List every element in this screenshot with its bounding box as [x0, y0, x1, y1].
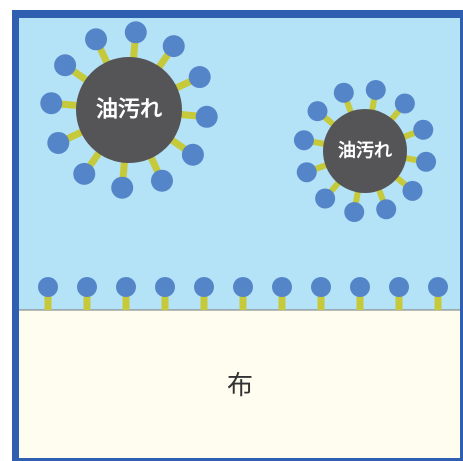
surfactant-head	[389, 277, 409, 297]
surfactant-molecule	[77, 277, 97, 310]
surfactant-molecule	[311, 277, 331, 310]
oil-stain-body	[323, 109, 407, 193]
surfactant-molecule	[111, 158, 134, 199]
surfactant-molecule	[293, 130, 329, 151]
surfactant-molecule	[40, 92, 81, 115]
surfactant-molecule	[167, 135, 204, 166]
surfactant-molecule	[124, 21, 147, 62]
surfactant-head	[333, 82, 354, 103]
surfactant-head	[344, 202, 365, 223]
surfactant-molecule	[171, 66, 211, 93]
surfactant-head	[413, 119, 434, 140]
surfactant-head	[194, 277, 214, 297]
surfactant-molecule	[389, 277, 409, 310]
surfactant-head	[111, 176, 134, 199]
surfactant-head	[394, 93, 415, 114]
surfactant-head	[376, 199, 397, 220]
surfactant-head	[40, 92, 63, 115]
surfactant-head	[307, 101, 328, 122]
surfactant-head	[85, 28, 108, 51]
surfactant-head	[77, 277, 97, 297]
surfactant-head	[315, 188, 336, 209]
surfactant-head	[402, 180, 423, 201]
surfactant-head	[162, 35, 185, 58]
surfactant-head	[428, 277, 448, 297]
surfactant-head	[195, 105, 218, 128]
surfactant-molecule	[54, 54, 91, 85]
surfactant-head	[311, 277, 331, 297]
stain-surfactants	[40, 21, 218, 199]
surfactant-head	[47, 131, 70, 154]
surfactant-molecule	[73, 148, 104, 185]
surfactant-molecule	[272, 277, 292, 310]
frame-bottom-border	[12, 458, 463, 461]
surfactant-molecule	[350, 277, 370, 310]
frame-right-border	[460, 10, 463, 461]
surfactant-head	[73, 162, 96, 185]
oil-stain-small: 油汚れ	[293, 79, 437, 223]
surfactant-head	[124, 21, 147, 44]
surfactant-head	[188, 66, 211, 89]
surfactant-molecule	[38, 277, 58, 310]
oil-stain-label: 油汚れ	[96, 98, 162, 123]
surfactant-head	[272, 277, 292, 297]
surfactant-head	[155, 277, 175, 297]
surfactant-head	[181, 143, 204, 166]
frame-top-border	[12, 10, 463, 18]
surfactant-head	[150, 169, 173, 192]
surfactant-molecule	[177, 105, 218, 128]
surfactant-head	[233, 277, 253, 297]
surfactant-molecule	[233, 277, 253, 310]
cloth-region	[19, 310, 460, 458]
surfactant-molecule	[146, 152, 173, 192]
surfactant-head	[54, 54, 77, 77]
surfactant-molecule	[428, 277, 448, 310]
surfactant-head	[293, 130, 314, 151]
oil-stain-large: 油汚れ	[40, 21, 218, 199]
surfactant-molecule	[194, 277, 214, 310]
surfactant-head	[116, 277, 136, 297]
oil-stain-body	[76, 57, 182, 163]
surfactant-head	[416, 151, 437, 172]
surfactant-molecule	[155, 277, 175, 310]
surfactant-head	[350, 277, 370, 297]
surfactant-head	[296, 162, 317, 183]
surfactant-molecule	[47, 127, 87, 154]
oil-stain-label: 油汚れ	[338, 140, 392, 162]
surfactant-head	[365, 79, 386, 100]
surfactant-molecule	[85, 28, 112, 68]
cloth-label: 布	[227, 371, 253, 401]
surfactant-molecule	[296, 161, 331, 183]
surfactant-molecule	[116, 277, 136, 310]
surfactant-head	[38, 277, 58, 297]
surfactant-molecule	[399, 119, 434, 141]
surfactant-molecule	[154, 35, 185, 72]
surface-surfactant-row	[38, 277, 448, 310]
surfactant-molecule	[401, 151, 437, 172]
frame-left-border	[12, 10, 19, 461]
